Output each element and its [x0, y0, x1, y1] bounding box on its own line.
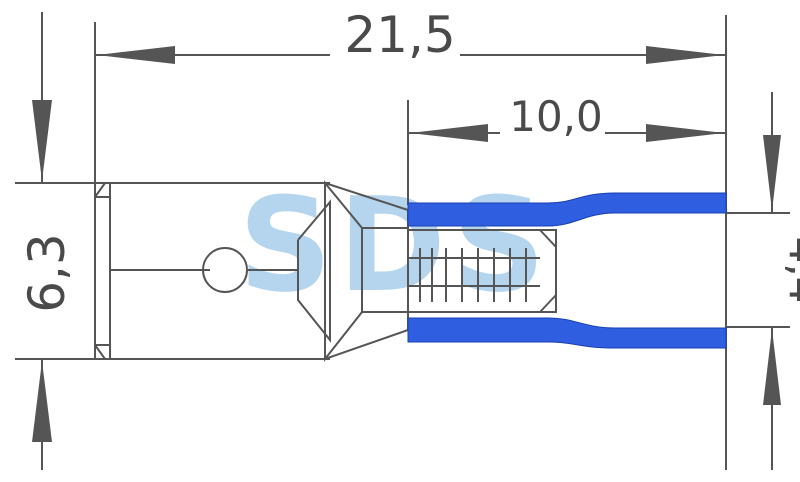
overall-length-label: 21,5 [344, 6, 455, 64]
arrowhead-right [646, 46, 724, 64]
blade-width-label: 6,3 [18, 233, 76, 313]
insulated-length-label: 10,0 [509, 92, 603, 141]
insulation-bottom [407, 317, 727, 349]
watermark-logo: SDS [238, 169, 551, 321]
detent-hole [202, 247, 248, 293]
arrowhead-up [32, 361, 52, 442]
insulation-sleeve [407, 192, 727, 349]
dimension-blade-width: 6,3 [18, 12, 76, 470]
arrowhead-down [763, 135, 781, 211]
dimension-insulated-length: 10,0 [408, 92, 726, 142]
arrowhead-up [763, 329, 781, 405]
arrowhead-left [97, 46, 175, 64]
arrowhead-right [646, 124, 724, 142]
dimension-insulation-width: 4,4 [763, 92, 800, 470]
arrowhead-down [32, 100, 52, 181]
watermark-text: SDS [238, 169, 551, 321]
crimp-barrel [407, 229, 557, 313]
arrowhead-left [410, 124, 488, 142]
barrel-outline [407, 229, 557, 313]
dimension-overall-length: 21,5 [95, 6, 726, 64]
insulation-width-label: 4,4 [780, 237, 800, 304]
insulation-top [407, 192, 727, 227]
